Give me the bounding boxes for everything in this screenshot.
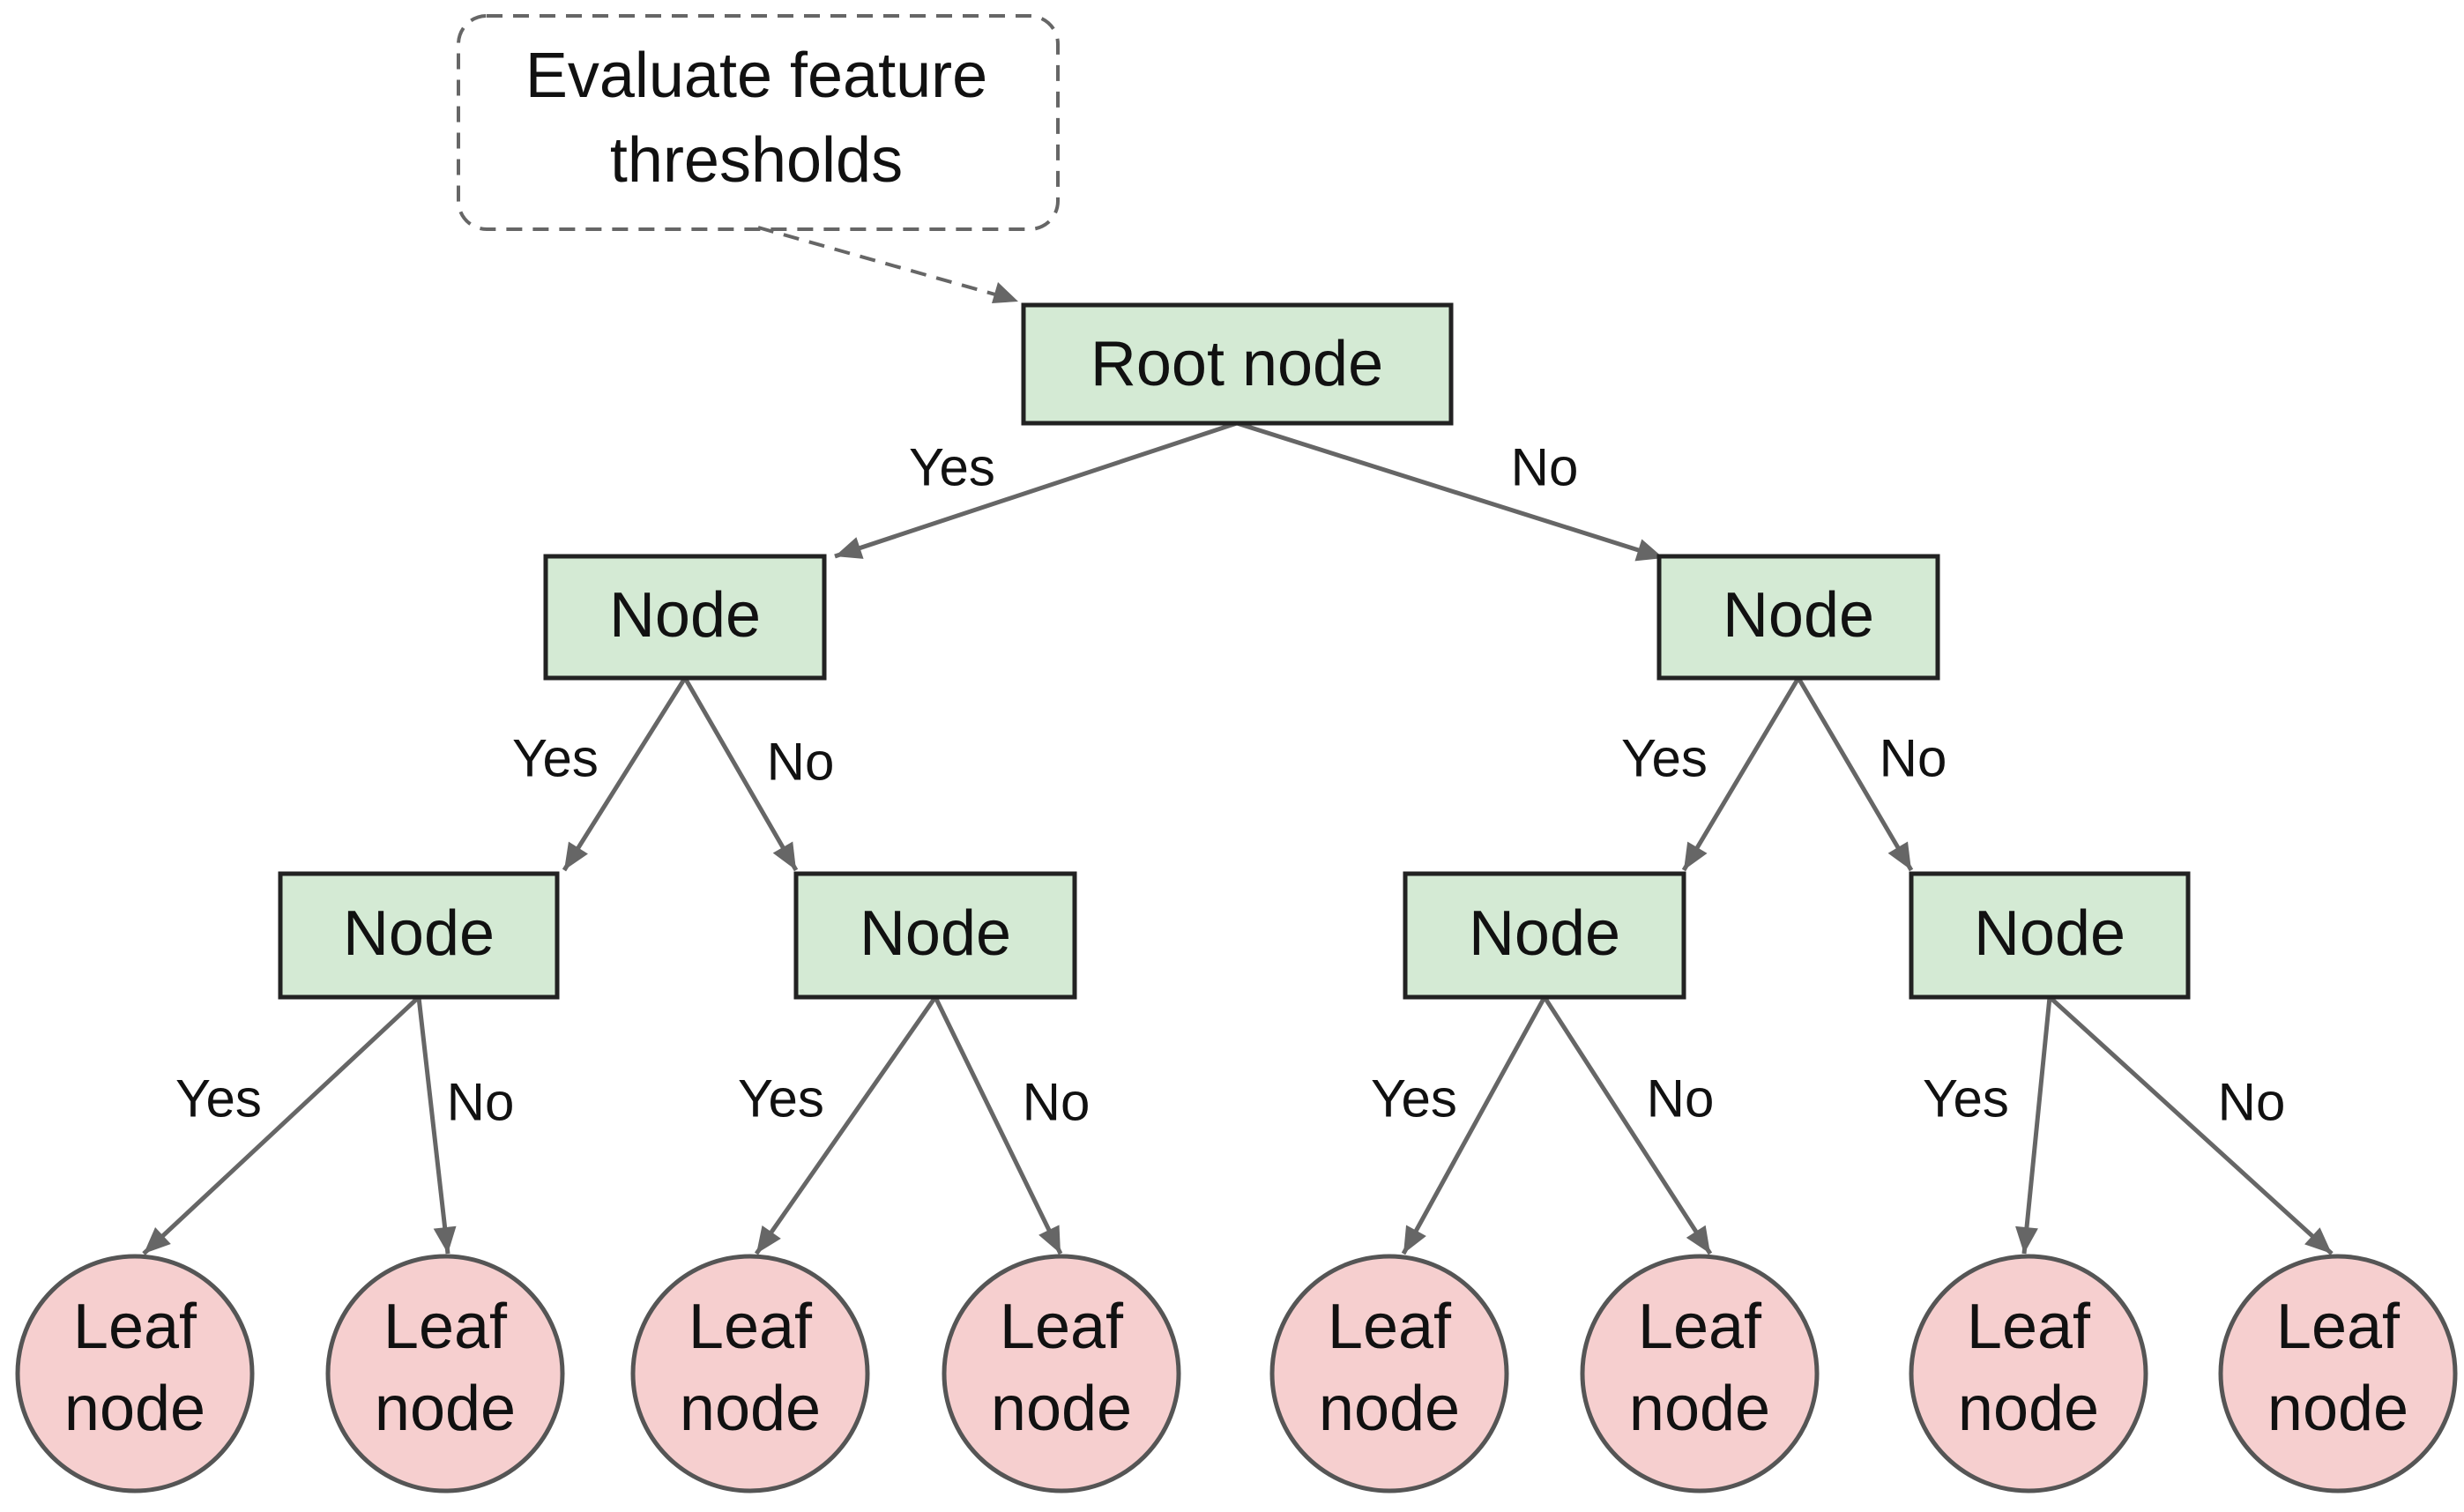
edge-l1right-yes: [1681, 676, 1801, 872]
callout-line-1: Evaluate feature: [525, 41, 987, 111]
edge-label-l2a-no: No: [447, 1073, 515, 1132]
edge-label-l2b-yes: Yes: [738, 1069, 824, 1128]
edge-l2b-yes-arrowhead: [756, 1225, 781, 1254]
edge-root-no: [1236, 421, 1664, 561]
leaf-node-label-line-2: node: [64, 1374, 205, 1444]
edge-l1left-no: [682, 676, 799, 872]
leaf-node-label-line-1: Leaf: [689, 1292, 813, 1362]
edge-labels: Yes No Yes No Yes No Yes No Yes No Yes N…: [175, 438, 2285, 1132]
node-l2-d-label: Node: [1974, 898, 2125, 969]
leaf-node-label-line-2: node: [991, 1374, 1132, 1444]
edge-label-l2d-yes: Yes: [1923, 1069, 2009, 1128]
node-l1-right-label: Node: [1723, 580, 1874, 651]
edge-l1right-no: [1796, 676, 1914, 872]
node-l2-b-label: Node: [860, 898, 1011, 969]
edge-root-no-arrowhead: [1634, 539, 1664, 562]
callout-arrowhead: [992, 282, 1018, 303]
edge-l2d-yes: [2021, 996, 2052, 1255]
node-l2-c-label: Node: [1469, 898, 1620, 969]
edge-l1right-yes-arrowhead: [1684, 841, 1708, 870]
leaf-node-label-line-2: node: [2267, 1374, 2408, 1444]
edge-l2b-no: [933, 995, 1063, 1255]
node-l2-a: Node: [278, 871, 560, 1000]
edge-root-yes-arrowhead: [835, 537, 864, 559]
leaf-node: Leaf node: [1909, 1254, 2148, 1493]
root-node-label: Root node: [1091, 329, 1383, 399]
callout-arrow: [757, 226, 1015, 302]
leaf-node-label-line-2: node: [375, 1374, 516, 1444]
edge-l2c-yes-arrowhead: [1403, 1225, 1426, 1254]
edge-label-l2c-yes: Yes: [1371, 1069, 1457, 1128]
node-l1-left: Node: [543, 554, 827, 681]
leaf-node-label-line-1: Leaf: [383, 1292, 508, 1362]
leaf-node-label-line-1: Leaf: [73, 1292, 197, 1362]
node-l1-right: Node: [1656, 554, 1940, 681]
callout-line-2: thresholds: [610, 125, 903, 196]
edge-l2c-no-arrowhead: [1686, 1225, 1710, 1254]
edge-label-l2a-yes: Yes: [175, 1069, 262, 1128]
edge-root-yes: [834, 421, 1238, 559]
leaf-node-label-line-1: Leaf: [1967, 1292, 2091, 1362]
root-node: Root node: [1021, 302, 1454, 426]
edge-l2a-no-arrowhead: [433, 1225, 457, 1254]
edge-l2d-no-arrowhead: [2304, 1227, 2332, 1254]
leaf-node: Leaf node: [2218, 1254, 2458, 1493]
edge-label-l1left-yes: Yes: [512, 729, 599, 788]
edge-l1left-yes: [562, 676, 688, 872]
edge-l2d-yes-arrowhead: [2015, 1225, 2038, 1254]
edge-l1left-yes-arrowhead: [564, 841, 588, 870]
node-l2-d: Node: [1909, 871, 2191, 1000]
edge-label-l1right-yes: Yes: [1621, 729, 1708, 788]
node-l2-b: Node: [793, 871, 1077, 1000]
edge-label-l2b-no: No: [1023, 1073, 1091, 1132]
edge-l2b-yes: [754, 995, 938, 1255]
node-l1-left-label: Node: [609, 580, 761, 651]
leaf-node-label-line-2: node: [1958, 1374, 2099, 1444]
edge-l2c-yes: [1401, 995, 1547, 1255]
edge-l2d-no: [2048, 995, 2334, 1255]
leaf-node-label-line-1: Leaf: [2276, 1292, 2401, 1362]
edges: [142, 421, 2334, 1255]
edge-label-l2d-no: No: [2218, 1073, 2286, 1132]
leaf-node: Leaf node: [1580, 1254, 1820, 1493]
edge-label-root-no: No: [1511, 438, 1579, 497]
leaf-node-label-line-1: Leaf: [1000, 1292, 1124, 1362]
leaf-nodes: Leaf node Leaf node Leaf node Leaf node …: [15, 1254, 2458, 1493]
edge-label-l1left-no: No: [767, 733, 835, 792]
edge-label-l2c-no: No: [1647, 1069, 1715, 1128]
node-l2-c: Node: [1403, 871, 1686, 1000]
edge-l1left-no-arrowhead: [772, 841, 796, 870]
edge-l2a-no: [416, 996, 450, 1255]
leaf-node: Leaf node: [942, 1254, 1181, 1493]
leaf-node-label-line-1: Leaf: [1638, 1292, 1762, 1362]
leaf-node: Leaf node: [630, 1254, 870, 1493]
callout: Evaluate feature thresholds: [457, 14, 1060, 303]
edge-l2c-no: [1542, 995, 1713, 1255]
leaf-node: Leaf node: [325, 1254, 565, 1493]
leaf-node-label-line-2: node: [680, 1374, 821, 1444]
edge-label-root-yes: Yes: [909, 438, 995, 497]
edge-l2b-no-arrowhead: [1038, 1225, 1061, 1254]
edge-l2a-yes-arrowhead: [144, 1227, 171, 1254]
leaf-node-label-line-2: node: [1319, 1374, 1460, 1444]
node-l2-a-label: Node: [343, 898, 495, 969]
edge-label-l1right-no: No: [1880, 729, 1947, 788]
edge-l1right-no-arrowhead: [1887, 841, 1911, 870]
edge-l2a-yes: [142, 995, 421, 1255]
leaf-node: Leaf node: [15, 1254, 255, 1493]
leaf-node: Leaf node: [1269, 1254, 1509, 1493]
leaf-node-label-line-2: node: [1629, 1374, 1770, 1444]
leaf-node-label-line-1: Leaf: [1328, 1292, 1452, 1362]
